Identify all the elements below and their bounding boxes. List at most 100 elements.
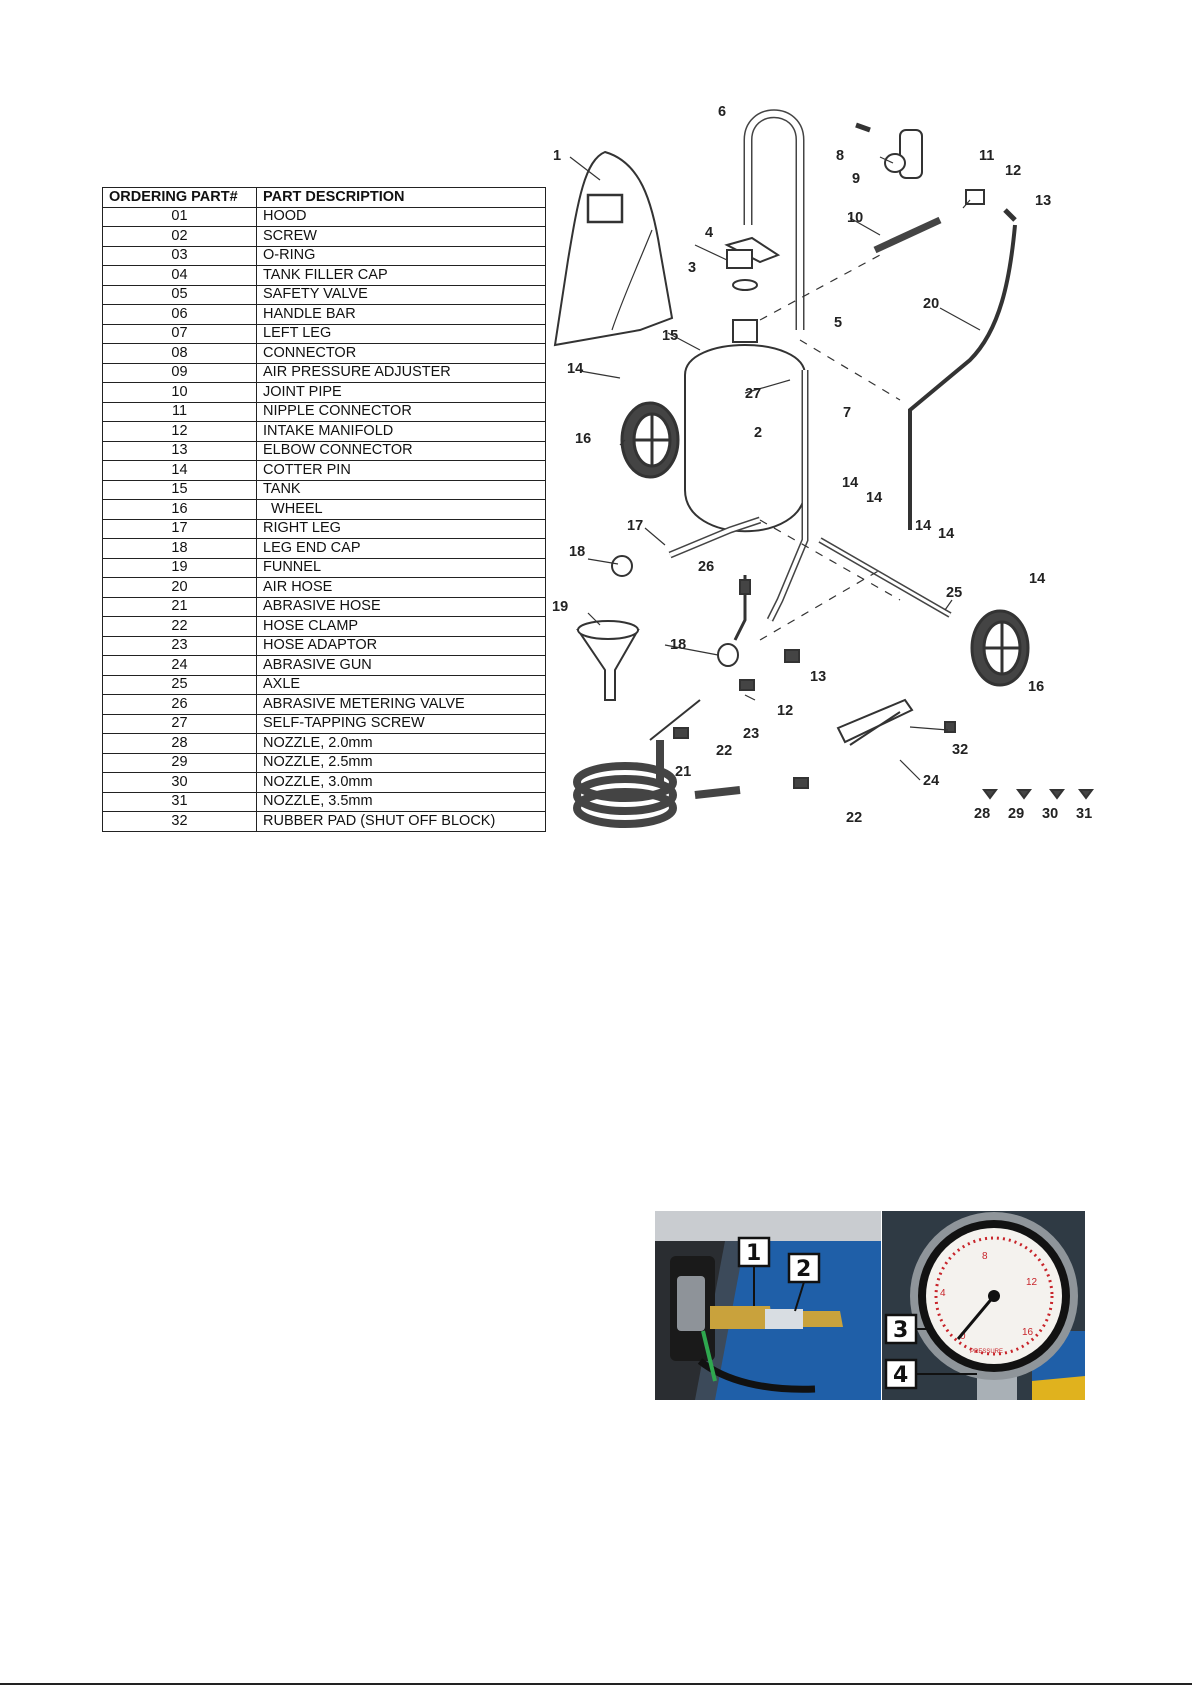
svg-text:1: 1 — [746, 1241, 761, 1266]
diagram-label-8: 8 — [836, 148, 844, 164]
photo-air-inlet: 1 2 — [655, 1211, 881, 1400]
gauge-tick-4: 4 — [940, 1288, 946, 1299]
part-number-cell: 20 — [102, 577, 257, 598]
part-description-cell: AXLE — [256, 674, 546, 695]
part-number-cell: 18 — [102, 538, 257, 559]
part-description-cell: NOZZLE, 3.0mm — [256, 772, 546, 793]
handle-bar-shape — [743, 109, 805, 330]
gauge-tick-8: 8 — [982, 1251, 988, 1262]
part-number-cell: 14 — [102, 460, 257, 481]
part-description-cell: HOSE CLAMP — [256, 616, 546, 637]
diagram-label-26: 26 — [698, 559, 714, 575]
part-description-cell: ELBOW CONNECTOR — [256, 440, 546, 461]
diagram-label-27: 27 — [745, 386, 761, 402]
part-description-cell: COTTER PIN — [256, 460, 546, 481]
diagram-label-1: 1 — [553, 148, 561, 164]
diagram-label-24: 24 — [923, 773, 939, 789]
diagram-label-13b: 13 — [810, 669, 826, 685]
exploded-parts-diagram: 1 6 8 9 11 12 13 10 4 3 20 15 5 14 27 7 … — [552, 104, 1094, 828]
diagram-label-22a: 22 — [716, 743, 732, 759]
part-number-cell: 03 — [102, 245, 257, 266]
part-description-cell: ABRASIVE HOSE — [256, 596, 546, 617]
diagram-label-11: 11 — [979, 148, 994, 164]
part-description-cell: NIPPLE CONNECTOR — [256, 401, 546, 422]
part-number-cell: 08 — [102, 343, 257, 364]
diagram-label-19: 19 — [552, 599, 568, 615]
part-description-cell: LEG END CAP — [256, 538, 546, 559]
diagram-label-5: 5 — [834, 315, 842, 331]
part-description-cell: AIR PRESSURE ADJUSTER — [256, 362, 546, 383]
diagram-label-12b: 12 — [777, 703, 793, 719]
part-number-cell: 27 — [102, 713, 257, 734]
diagram-label-4: 4 — [705, 225, 713, 241]
part-description-cell: TANK — [256, 479, 546, 500]
diagram-label-14a: 14 — [567, 361, 583, 377]
joint-pipe-shape — [873, 216, 942, 254]
part-description-cell: LEFT LEG — [256, 323, 546, 344]
part-description-cell: SCREW — [256, 226, 546, 247]
part-description-cell: ABRASIVE METERING VALVE — [256, 694, 546, 715]
nozzle-set — [982, 789, 1094, 800]
part-description-cell: JOINT PIPE — [256, 382, 546, 403]
diagram-label-22b: 22 — [846, 810, 862, 826]
regulator-shape — [899, 129, 923, 179]
hood-shape — [553, 150, 674, 347]
svg-text:3: 3 — [893, 1318, 908, 1343]
part-number-cell: 24 — [102, 655, 257, 676]
diagram-label-14b: 14 — [842, 475, 858, 491]
diagram-label-6: 6 — [718, 104, 726, 120]
part-number-cell: 21 — [102, 596, 257, 617]
part-description-cell: RIGHT LEG — [256, 518, 546, 539]
part-number-cell: 07 — [102, 323, 257, 344]
rubber-pad-shape — [944, 721, 956, 733]
part-description-cell: HANDLE BAR — [256, 304, 546, 325]
part-number-cell: 12 — [102, 421, 257, 442]
diagram-label-20: 20 — [923, 296, 939, 312]
diagram-label-18a: 18 — [569, 544, 585, 560]
part-number-cell: 10 — [102, 382, 257, 403]
leg-end-cap-shape — [611, 555, 633, 577]
part-number-cell: 04 — [102, 265, 257, 286]
part-description-cell: SELF-TAPPING SCREW — [256, 713, 546, 734]
part-description-cell: HOSE ADAPTOR — [256, 635, 546, 656]
part-number-cell: 25 — [102, 674, 257, 695]
part-number-cell: 23 — [102, 635, 257, 656]
diagram-label-3: 3 — [688, 260, 696, 276]
part-description-cell: NOZZLE, 2.0mm — [256, 733, 546, 754]
tank-shape — [684, 344, 806, 533]
part-number-cell: 01 — [102, 206, 257, 227]
gauge-tick-labels: 0 4 8 12 16 — [940, 1251, 1038, 1342]
diagram-label-group: 1 6 8 9 11 12 13 10 4 3 20 15 5 14 27 7 … — [552, 104, 1092, 826]
diagram-label-30: 30 — [1042, 806, 1058, 822]
part-number-cell: 31 — [102, 791, 257, 812]
part-number-cell: 22 — [102, 616, 257, 637]
part-number-cell: 19 — [102, 557, 257, 578]
part-description-cell: INTAKE MANIFOLD — [256, 421, 546, 442]
diagram-label-31: 31 — [1076, 806, 1092, 822]
part-number-cell: 11 — [102, 401, 257, 422]
air-hose-shape — [908, 224, 1017, 530]
photo-callout-2: 2 — [787, 1252, 821, 1284]
part-description-cell: ABRASIVE GUN — [256, 655, 546, 676]
part-description-cell: FUNNEL — [256, 557, 546, 578]
